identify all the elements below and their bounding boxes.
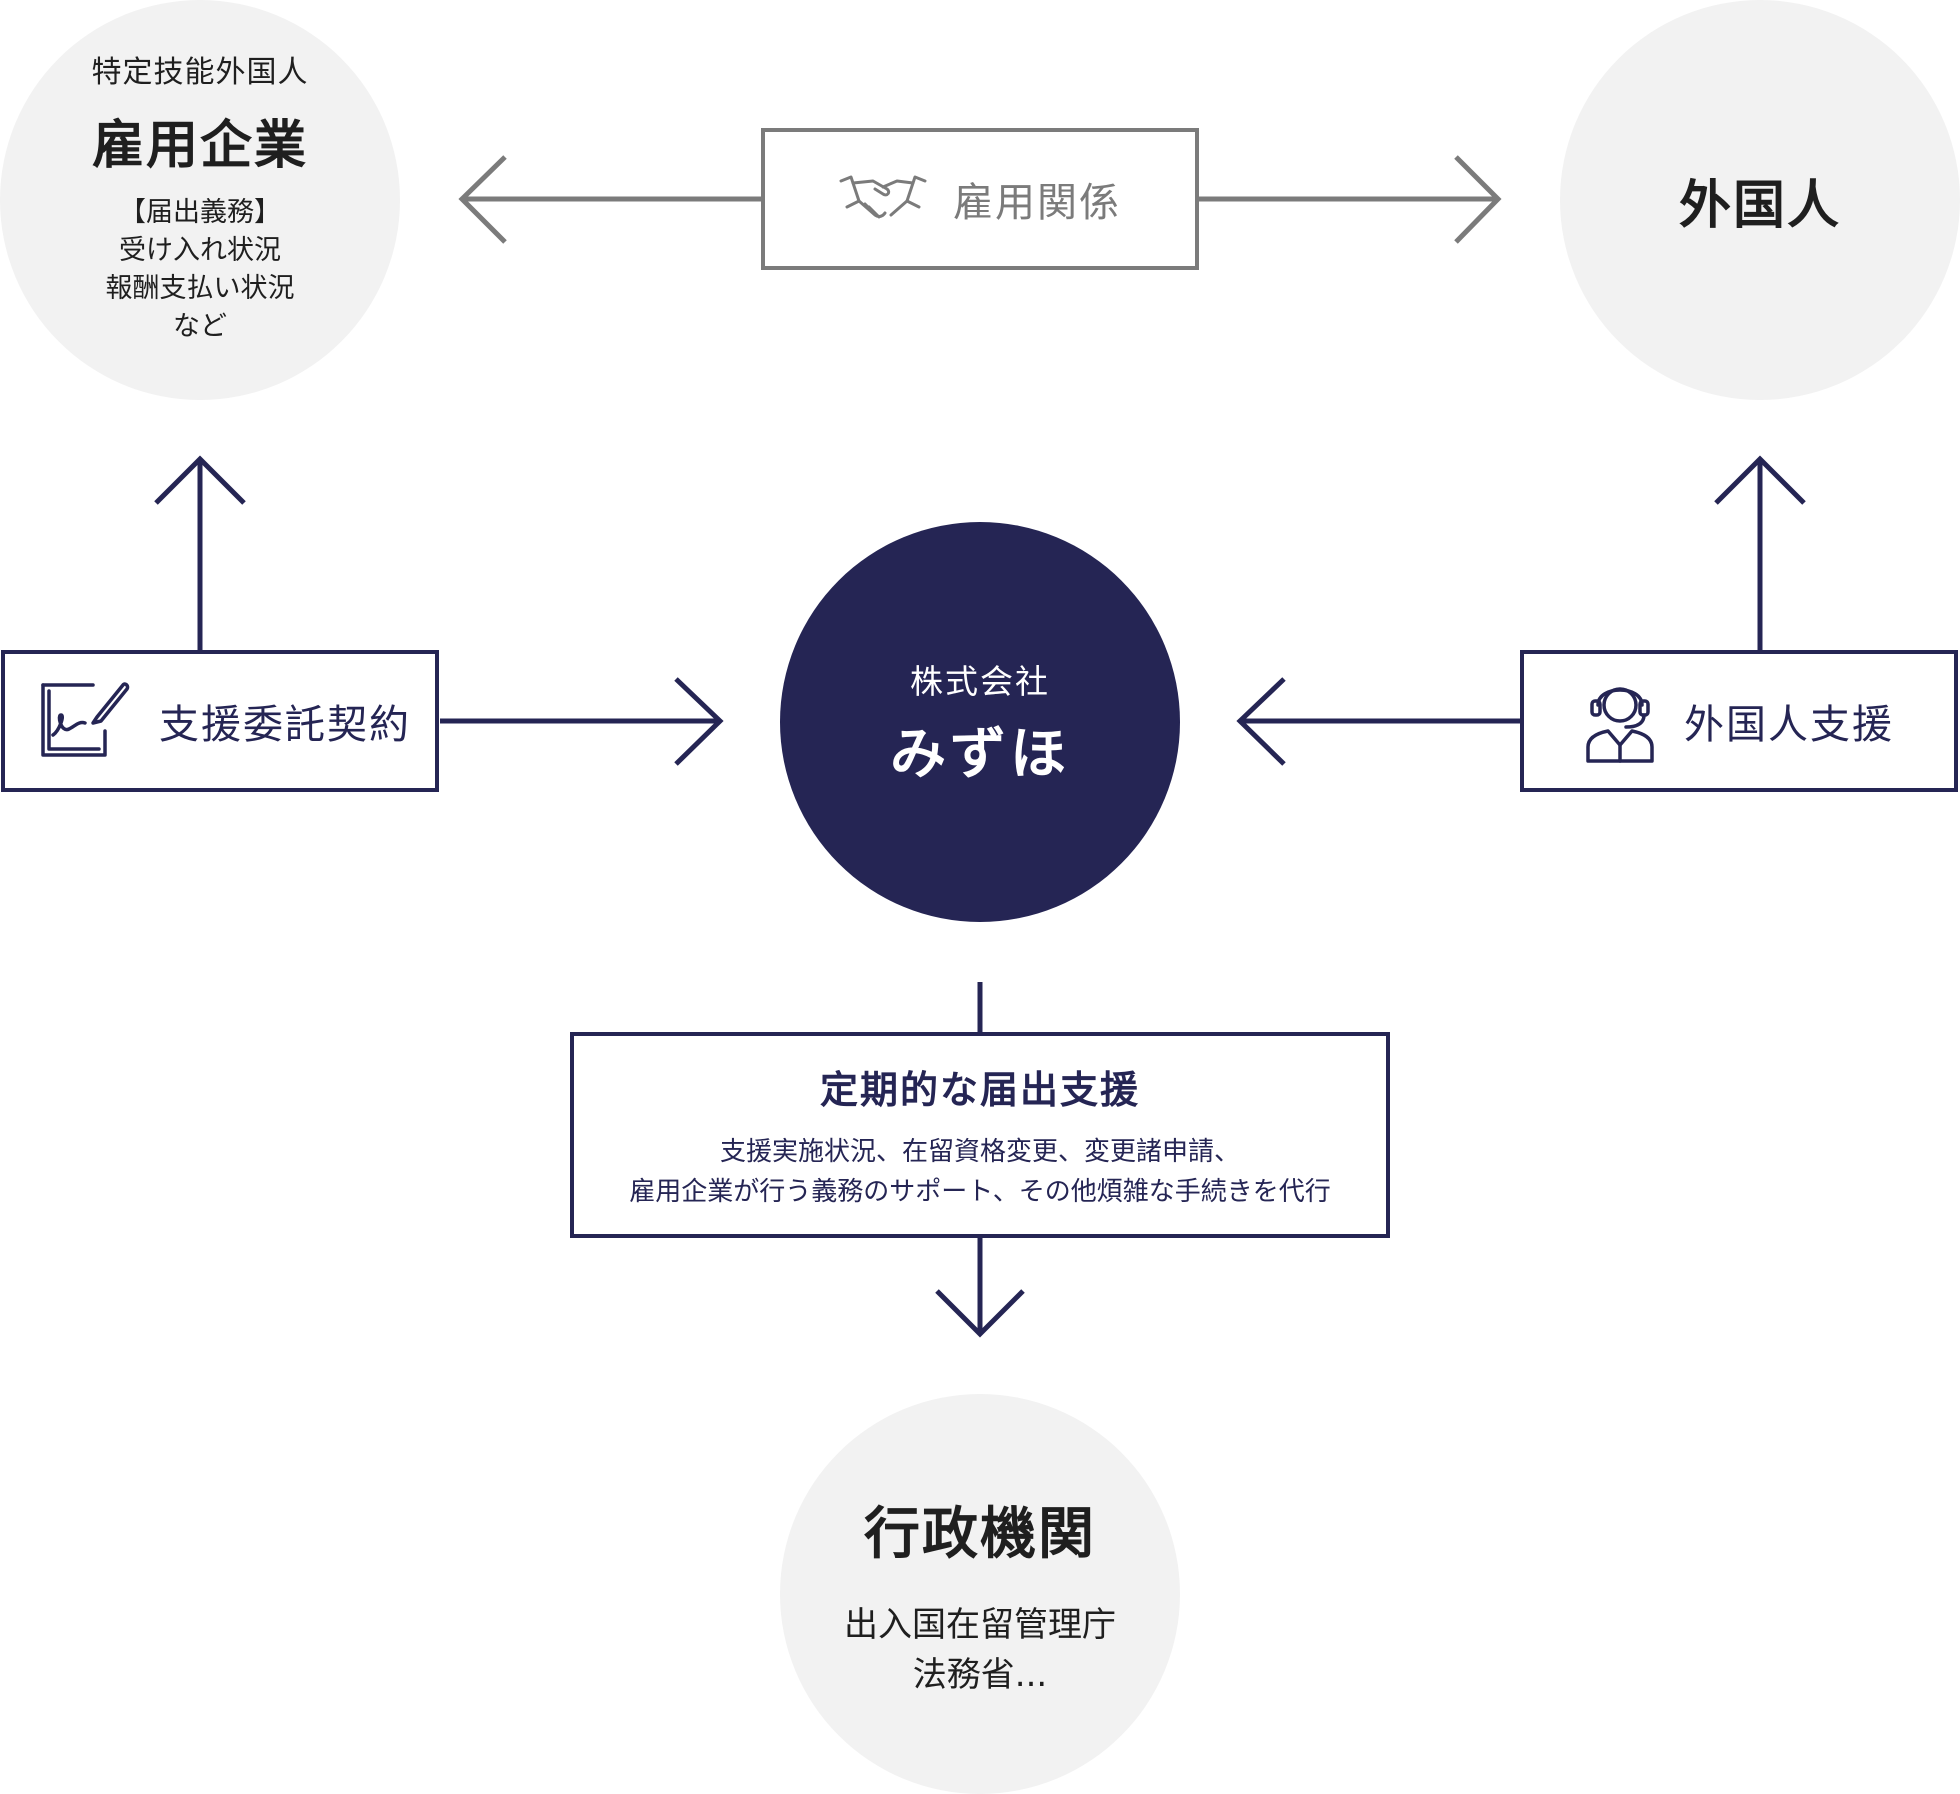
foreigner-support-box: 外国人支援: [1520, 650, 1958, 792]
filing-support-desc-line: 支援実施状況、在留資格変更、変更諸申請、: [719, 1136, 1240, 1167]
government-detail-line: 法務省...: [912, 1654, 1048, 1695]
handshake-icon: [839, 171, 927, 227]
employer-title: 雇用企業: [91, 115, 308, 176]
arrow-to-government: [935, 1289, 1025, 1338]
foreigner-circle: 外国人: [1560, 0, 1960, 400]
government-detail-line: 出入国在留管理庁: [844, 1604, 1116, 1645]
government-circle: 行政機関 出入国在留管理庁 法務省...: [780, 1394, 1180, 1794]
employer-detail-line: など: [173, 310, 227, 342]
filing-support-description: 支援実施状況、在留資格変更、変更諸申請、 雇用企業が行う義務のサポート、その他煩…: [629, 1132, 1330, 1212]
filing-support-desc-line: 雇用企業が行う義務のサポート、その他煩雑な手続きを代行: [629, 1176, 1331, 1207]
headset-person-icon: [1584, 675, 1656, 767]
company-type: 株式会社: [910, 661, 1050, 701]
employment-relation-label: 雇用関係: [953, 180, 1121, 226]
employer-circle: 特定技能外国人 雇用企業 【届出義務】 受け入れ状況 報酬支払い状況 など: [0, 0, 400, 400]
company-circle: 株式会社 みずほ: [780, 522, 1180, 922]
arrow-to-employer: [458, 155, 507, 244]
employer-subtitle: 特定技能外国人: [91, 54, 309, 90]
note-pen-icon: [39, 677, 131, 765]
support-contract-label: 支援委託契約: [159, 702, 411, 748]
filing-support-box: 定期的な届出支援 支援実施状況、在留資格変更、変更諸申請、 雇用企業が行う義務の…: [570, 1032, 1390, 1238]
company-name: みずほ: [890, 721, 1070, 787]
employer-detail-line: 受け入れ状況: [119, 234, 281, 266]
arrow-to-foreigner: [1454, 155, 1502, 244]
government-title: 行政機関: [864, 1501, 1096, 1567]
government-details: 出入国在留管理庁 法務省...: [844, 1600, 1116, 1700]
employer-details: 【届出義務】 受け入れ状況 報酬支払い状況 など: [106, 194, 295, 346]
arrow-up-employer: [154, 455, 246, 505]
employer-detail-line: 報酬支払い状況: [105, 272, 295, 304]
filing-support-title: 定期的な届出支援: [819, 1067, 1140, 1112]
employer-detail-line: 【届出義務】: [119, 196, 281, 228]
foreigner-support-label: 外国人支援: [1684, 702, 1894, 748]
arrow-from-support: [1236, 677, 1286, 766]
foreigner-title: 外国人: [1678, 175, 1841, 236]
arrow-up-foreigner: [1714, 455, 1806, 505]
employment-relation-box: 雇用関係: [761, 128, 1199, 270]
arrow-to-company: [674, 677, 724, 766]
support-contract-box: 支援委託契約: [1, 650, 439, 792]
